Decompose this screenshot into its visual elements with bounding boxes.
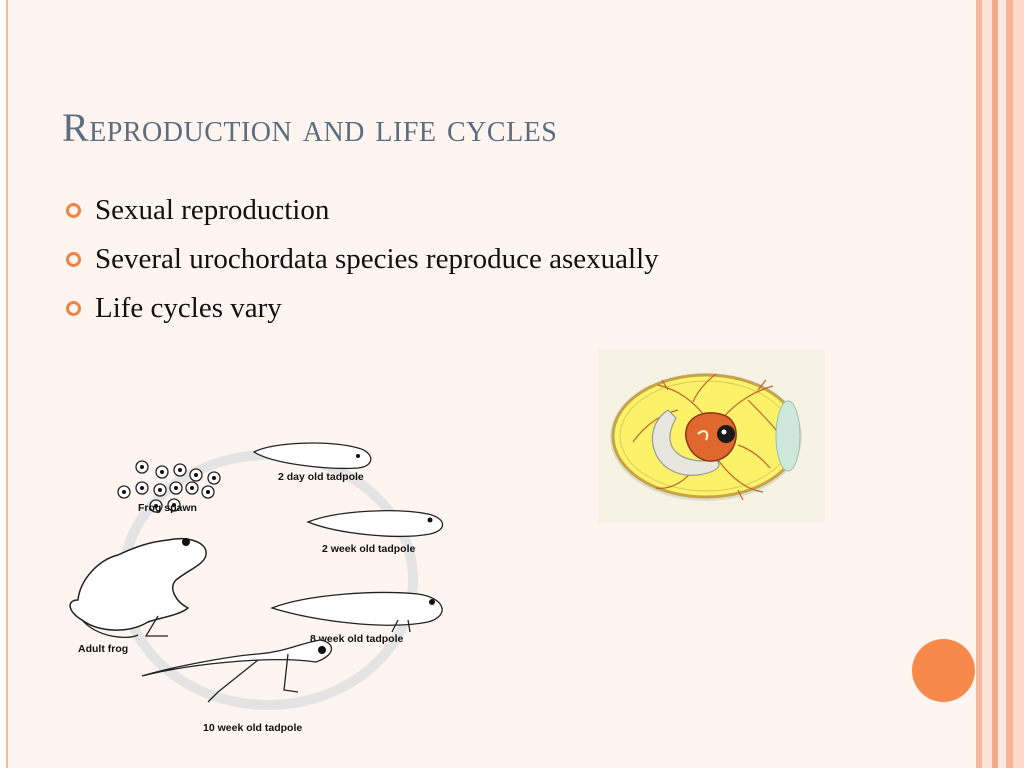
bullet-list: Sexual reproduction Several urochordata … (66, 186, 659, 333)
bullet-text: Life cycles vary (95, 292, 282, 324)
bullet-item: Life cycles vary (66, 284, 659, 333)
decorative-stripes (978, 0, 1024, 768)
bullet-item: Several urochordata species reproduce as… (66, 235, 659, 284)
bullet-circle-icon (66, 252, 81, 267)
bullet-circle-icon (66, 301, 81, 316)
label-10-week-tadpole: 10 week old tadpole (203, 722, 302, 734)
bullet-circle-icon (66, 203, 81, 218)
label-adult-frog: Adult frog (78, 643, 128, 655)
label-8-week-tadpole: 8 week old tadpole (310, 633, 404, 645)
egg-embryo-image (598, 350, 825, 522)
bullet-text: Sexual reproduction (95, 194, 330, 226)
label-frog-spawn: Frog spawn (138, 502, 197, 514)
label-2-week-tadpole: 2 week old tadpole (322, 543, 416, 555)
bullet-text: Several urochordata species reproduce as… (95, 243, 659, 275)
label-2-day-tadpole: 2 day old tadpole (278, 471, 364, 483)
bullet-item: Sexual reproduction (66, 186, 659, 235)
frog-life-cycle-image: Frog spawn 2 day old tadpole 2 week old … (58, 430, 458, 745)
decorative-orange-circle (912, 639, 975, 702)
slide-title: Reproduction and life cycles (62, 105, 558, 150)
